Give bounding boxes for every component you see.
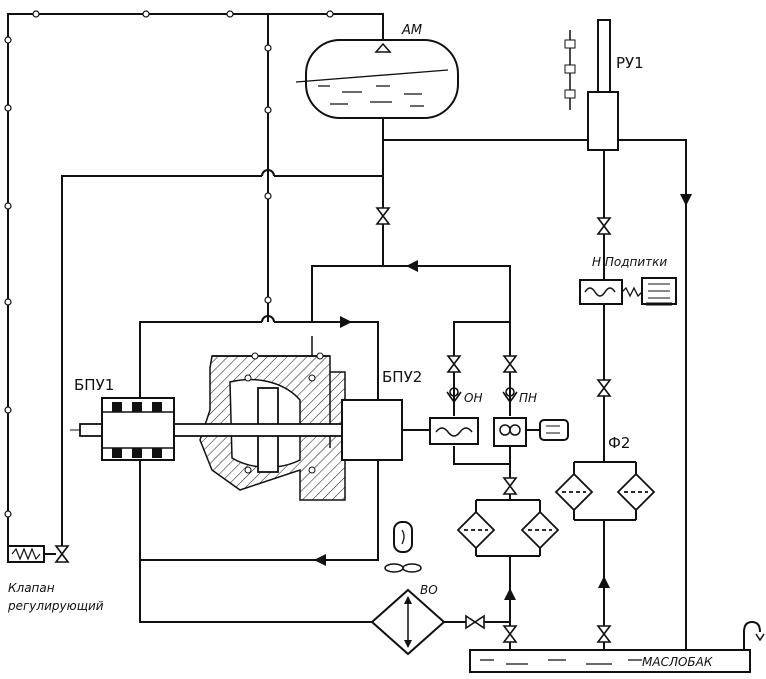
on-branch xyxy=(453,321,510,356)
main-oil-pump-on xyxy=(429,417,479,445)
valve-pn xyxy=(502,355,518,373)
oil-tank: МАСЛОБАК xyxy=(469,620,765,673)
label-makeup-pump: Н Подпитки xyxy=(592,255,667,269)
makeup-pump: Н Подпитки xyxy=(579,255,677,306)
filters-center xyxy=(456,510,560,550)
valve-tank-center xyxy=(502,625,518,643)
valve-cooler-out xyxy=(465,614,485,630)
control-valve: Клапан регулирующий xyxy=(7,545,104,613)
label-bpu2: БПУ2 xyxy=(382,368,422,386)
pipe-crossings xyxy=(261,169,275,323)
valve-on xyxy=(446,355,462,373)
valve-tank-right xyxy=(596,625,612,643)
label-f2: Ф2 xyxy=(608,434,630,452)
valve-makeup-top xyxy=(596,217,612,235)
bearing-supply-line xyxy=(139,321,262,398)
start-oil-pump-pn xyxy=(493,417,569,447)
oil-cooler-vo: ВО xyxy=(370,521,446,656)
valve-makeup-mid xyxy=(596,379,612,397)
label-am: АМ xyxy=(401,23,422,38)
turbine-housing xyxy=(199,336,346,501)
supply-header-top xyxy=(311,265,511,356)
valves xyxy=(54,207,612,643)
label-ru1: РУ1 xyxy=(616,54,644,72)
label-oil-tank: МАСЛОБАК xyxy=(642,655,713,669)
filters-f2 xyxy=(554,472,656,512)
flow-arrows xyxy=(314,194,692,600)
check-valves xyxy=(446,387,518,404)
label-control-valve-line2: регулирующий xyxy=(7,599,104,613)
label-control-valve-line1: Клапан xyxy=(8,581,55,595)
control-valve-line xyxy=(61,175,262,554)
impulse-line-dots xyxy=(4,10,334,518)
label-bpu1: БПУ1 xyxy=(74,376,114,394)
label-on: ОН xyxy=(464,391,482,405)
ru1-to-tank-pipe xyxy=(618,139,687,653)
valve-am-outlet xyxy=(375,207,391,225)
bearing-drain-line xyxy=(139,460,372,623)
impulse-line-left xyxy=(7,13,384,554)
control-valve-body xyxy=(54,545,70,563)
accumulator-am: АМ xyxy=(295,23,459,119)
pressure-regulator-ru1: РУ1 xyxy=(564,19,644,151)
bearing-unit-bpu2: БПУ2 xyxy=(341,368,430,461)
bearing-unit-bpu1: БПУ1 xyxy=(74,376,175,461)
label-pn: ПН xyxy=(519,391,537,405)
label-vo: ВО xyxy=(420,583,438,597)
valve-filter-in xyxy=(502,477,518,495)
